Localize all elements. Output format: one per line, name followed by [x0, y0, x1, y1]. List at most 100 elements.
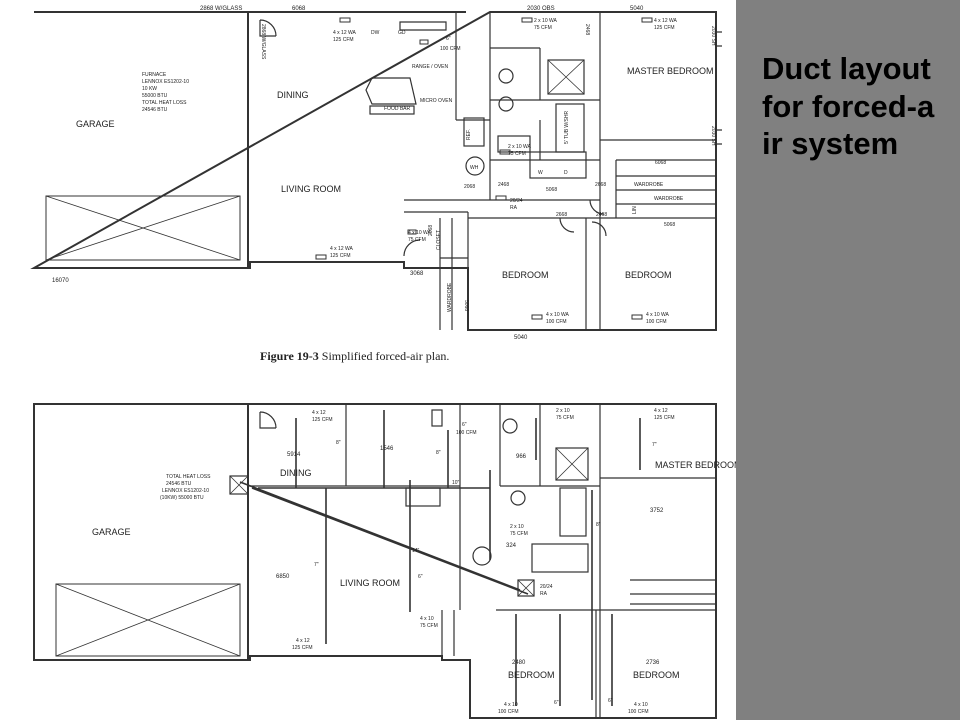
register-size: 4 x 10 WA: [646, 312, 670, 318]
door-code: 6068: [655, 160, 666, 166]
side-panel: Duct layout for forced-air system: [736, 0, 960, 720]
furnace-note-line: LENNOX ES1202-10: [162, 488, 209, 494]
svg-text:Figure 19-3 Simplified forced-: Figure 19-3 Simplified forced-air plan.: [260, 349, 449, 363]
furnace-note-line: 10 KW: [142, 86, 157, 92]
door-code: 2030 SH: [710, 26, 716, 46]
register-cfm: 125 CFM: [312, 417, 333, 423]
furnace-note-line: LENNOX ES1202-10: [142, 79, 189, 85]
door-code: 6068: [292, 6, 306, 12]
register-cfm: 75 CFM: [556, 415, 574, 421]
top-bedroom-right-label: BEDROOM: [625, 270, 672, 280]
bottom-bedroom-right-label: BEDROOM: [633, 670, 680, 680]
door-code: 5068: [463, 300, 469, 311]
furnace-note-line: 24546 BTU: [142, 107, 168, 113]
register-cfm: 100 CFM: [440, 46, 461, 52]
register-size: 2 x 10 WA: [508, 144, 532, 150]
fixture-label: DW: [371, 30, 380, 36]
door-code: 3068: [410, 271, 424, 277]
floor-plan-drawing: GARAGE DINING LIVING ROOM MASTER BEDROOM…: [30, 6, 742, 719]
register-size: 4 x 12: [296, 638, 310, 644]
duct-size: 6": [554, 700, 559, 706]
bottom-plan-ducts: [229, 410, 641, 706]
heat-load: 2736: [646, 660, 660, 666]
fixture-label: GD: [398, 30, 406, 36]
fixture-label: FOOD BAR: [384, 106, 411, 112]
duct-size: 8": [336, 440, 341, 446]
register-cfm: 100 CFM: [498, 709, 519, 715]
furnace-note-line: TOTAL HEAT LOSS: [166, 474, 211, 480]
door-code: 2030 SH: [710, 126, 716, 146]
bottom-dining-label: DINING: [280, 468, 312, 478]
top-dining-label: DINING: [277, 90, 309, 100]
door-code: 2868 W/GLASS: [260, 24, 266, 60]
register-cfm: 100 CFM: [646, 319, 667, 325]
heat-load: 3752: [650, 508, 664, 514]
register-cfm: 125 CFM: [654, 415, 675, 421]
heat-load: 5914: [287, 452, 301, 458]
figure-caption-number: Figure 19-3: [260, 349, 319, 363]
register-size: 4 x 10: [504, 702, 518, 708]
closet-label: CLOSET: [436, 230, 442, 250]
fixture-label: RANGE / OVEN: [412, 64, 449, 70]
register-cfm: 125 CFM: [333, 37, 354, 43]
closet-label: WARDROBE: [634, 182, 664, 188]
register-size: 6": [462, 422, 467, 428]
furnace-note-line: 55000 BTU: [142, 93, 168, 99]
duct-size: 14": [412, 548, 420, 554]
register-cfm: 125 CFM: [330, 253, 351, 259]
register-size: 4 x 12: [312, 410, 326, 416]
door-code: 5040: [630, 6, 644, 12]
heat-load: 2480: [512, 660, 526, 666]
furnace-note-line: (10KW) 55000 BTU: [160, 495, 204, 501]
duct-size: 6": [418, 574, 423, 580]
register-size: 4 x 12 WA: [333, 30, 357, 36]
furnace-note-line: 24546 BTU: [166, 481, 192, 487]
fixture-label: WH: [470, 165, 479, 171]
door-code: 2868 W/GLASS: [200, 6, 242, 12]
floor-plan-figure: GARAGE DINING LIVING ROOM MASTER BEDROOM…: [30, 6, 742, 719]
register-cfm: 75 CFM: [534, 25, 552, 31]
figure-caption: Figure 19-3 Simplified forced-air plan.: [260, 349, 449, 363]
duct-size: 8": [436, 450, 441, 456]
door-code: 2068: [428, 225, 434, 236]
door-code: 2468: [584, 24, 590, 35]
door-code: 5068: [664, 222, 675, 228]
door-code: 16070: [52, 278, 69, 284]
register-size: 4 x 10 WA: [408, 230, 432, 236]
duct-size: 6": [608, 698, 613, 704]
register-size: 4 x 10 WA: [546, 312, 570, 318]
bottom-plan-walls: [33, 403, 717, 719]
register-size: 2 x 10: [510, 524, 524, 530]
door-code: 2468: [596, 212, 607, 218]
duct-size: 7": [314, 562, 319, 568]
register-size: 20/24: [510, 198, 523, 204]
register-size: 4 x 10: [420, 616, 434, 622]
bottom-master-label: MASTER BEDROOM: [655, 460, 736, 470]
fixture-label: W: [538, 170, 543, 176]
duct-size: 7": [652, 442, 657, 448]
top-master-label: MASTER BEDROOM: [627, 66, 714, 76]
bottom-bedroom-left-label: BEDROOM: [508, 670, 555, 680]
furnace-note-line: FURNACE: [142, 72, 167, 78]
door-code: 2468: [498, 182, 509, 188]
door-code: 2030 OBS: [527, 6, 555, 12]
register-size: 4 x 12: [654, 408, 668, 414]
figure-caption-text: Simplified forced-air plan.: [322, 349, 450, 363]
closet-label: WARDROBE: [447, 282, 453, 312]
fixture-label: 5' TUB W/SHR: [564, 111, 570, 144]
top-bedroom-left-label: BEDROOM: [502, 270, 549, 280]
door-code: 5040: [514, 335, 528, 341]
register-size: 4 x 10: [634, 702, 648, 708]
register-cfm: 75 CFM: [510, 531, 528, 537]
register-cfm: 100 CFM: [628, 709, 649, 715]
top-living-label: LIVING ROOM: [281, 184, 341, 194]
register-size: 2 x 10 WA: [534, 18, 558, 24]
register-cfm: 75 CFM: [408, 237, 426, 243]
register-size: 2 x 10: [556, 408, 570, 414]
door-code: 2668: [556, 212, 567, 218]
top-garage-label: GARAGE: [76, 119, 115, 129]
register-cfm: 75 CFM: [420, 623, 438, 629]
register-size: 6": [446, 36, 451, 42]
slide-title: Duct layout for forced-air system: [762, 51, 935, 161]
register-cfm: RA: [510, 205, 518, 211]
